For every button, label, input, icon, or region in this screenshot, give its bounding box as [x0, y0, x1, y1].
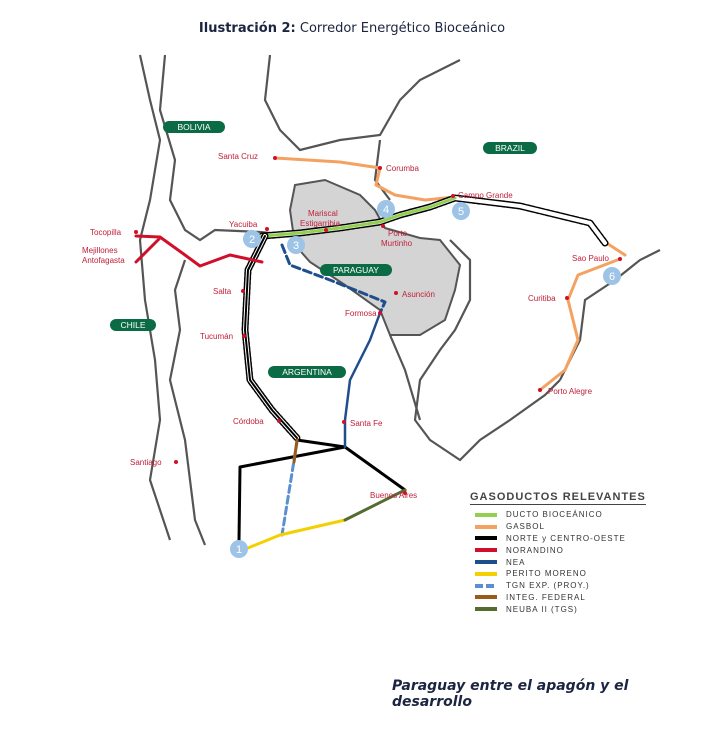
city-label: Campo Grande: [458, 191, 513, 200]
pipeline-integ-federal: [292, 438, 299, 464]
legend-swatch: [475, 571, 497, 576]
city-label: Tocopilla: [90, 228, 122, 237]
country-label-argentina: ARGENTINA: [282, 367, 332, 377]
city-label: Salta: [213, 287, 232, 296]
city-label: Estigarribia: [300, 219, 341, 228]
legend-label: DUCTO BIOCEÁNICO: [506, 510, 603, 520]
city-label: Antofagasta: [82, 256, 125, 265]
pipeline-neuba: [343, 488, 407, 522]
legend-item: NORTE y CENTRO-OESTE: [470, 533, 646, 545]
city-label: Buenos Aires: [370, 491, 417, 500]
pipeline-norandino: [134, 234, 264, 268]
city-label: Corumba: [386, 164, 419, 173]
city-label: Córdoba: [233, 417, 264, 426]
city-label: Mejillones: [82, 246, 118, 255]
marker-4: 4: [383, 204, 389, 216]
legend-label: GASBOL: [506, 522, 545, 532]
pipeline-nea: [343, 311, 382, 449]
legend-item: PERITO MORENO: [470, 568, 646, 580]
legend-swatch: [475, 524, 497, 529]
city-label: Porto: [388, 229, 408, 238]
legend-item: GASBOL: [470, 521, 646, 533]
country-label-chile: CHILE: [120, 320, 145, 330]
legend-label: TGN EXP. (PROY.): [506, 581, 590, 591]
city-label: Tucumán: [200, 332, 233, 341]
legend-swatch: [475, 595, 497, 600]
marker-6: 6: [609, 271, 615, 283]
pipelines: [134, 156, 627, 550]
legend-label: INTEG. FEDERAL: [506, 592, 586, 602]
city-label: Sao Paulo: [572, 254, 609, 263]
legend-label: NORTE y CENTRO-OESTE: [506, 533, 626, 543]
city-dots: [134, 156, 622, 495]
country-label-paraguay: PARAGUAY: [333, 265, 379, 275]
city-label: Santa Cruz: [218, 152, 258, 161]
legend-item: TGN EXP. (PROY.): [470, 580, 646, 592]
legend-swatch: [475, 548, 497, 553]
city-label: Porto Alegre: [548, 387, 593, 396]
legend-item: DUCTO BIOCEÁNICO: [470, 509, 646, 521]
country-label-bolivia: BOLIVIA: [177, 122, 210, 132]
page-footer: Paraguay entre el apagón y el desarrollo: [392, 678, 629, 710]
city-label: Santiago: [130, 458, 162, 467]
legend-item: INTEG. FEDERAL: [470, 592, 646, 604]
legend-swatch: [475, 583, 497, 588]
city-labels: Santa Cruz Corumba Campo Grande Mariscal…: [82, 152, 609, 500]
map-legend: GASODUCTOS RELEVANTES DUCTO BIOCEÁNICO GA…: [470, 491, 646, 615]
pipeline-perito-moreno: [246, 518, 347, 550]
city-label: Asunción: [402, 290, 435, 299]
figure-caption: Ilustración 2: Corredor Energético Bioce…: [0, 21, 704, 36]
marker-5: 5: [458, 206, 464, 218]
legend-label: NEUBA II (TGS): [506, 604, 578, 614]
legend-swatch: [475, 512, 497, 517]
city-label: Curitiba: [528, 294, 556, 303]
route-markers: 1 2 3 4 5 6: [230, 200, 621, 558]
country-label-brazil: BRAZIL: [495, 143, 525, 153]
legend-label: NORANDINO: [506, 545, 564, 555]
marker-2: 2: [249, 234, 255, 246]
legend-title: GASODUCTOS RELEVANTES: [470, 491, 646, 505]
legend-swatch: [475, 536, 497, 541]
city-label: Santa Fe: [350, 419, 383, 428]
legend-item: NEA: [470, 556, 646, 568]
country-badges: BOLIVIA BRAZIL CHILE PARAGUAY ARGENTINA: [110, 121, 537, 378]
city-label: Formosa: [345, 309, 377, 318]
legend-item: NEUBA II (TGS): [470, 603, 646, 615]
legend-label: NEA: [506, 557, 526, 567]
paraguay-territory: [288, 178, 462, 336]
pipeline-bioceanic: [260, 196, 457, 238]
city-label: Murtinho: [381, 239, 413, 248]
caption-label: Ilustración 2:: [198, 21, 296, 36]
legend-label: PERITO MORENO: [506, 569, 587, 579]
marker-3: 3: [293, 240, 299, 252]
city-label: Yacuiba: [229, 220, 258, 229]
marker-1: 1: [236, 544, 242, 556]
legend-swatch: [475, 560, 497, 565]
city-label: Mariscal: [308, 209, 338, 218]
caption-text: Corredor Energético Bioceánico: [299, 21, 506, 36]
legend-swatch: [475, 607, 497, 612]
pipeline-nea-dashed: [280, 243, 387, 315]
legend-item: NORANDINO: [470, 544, 646, 556]
